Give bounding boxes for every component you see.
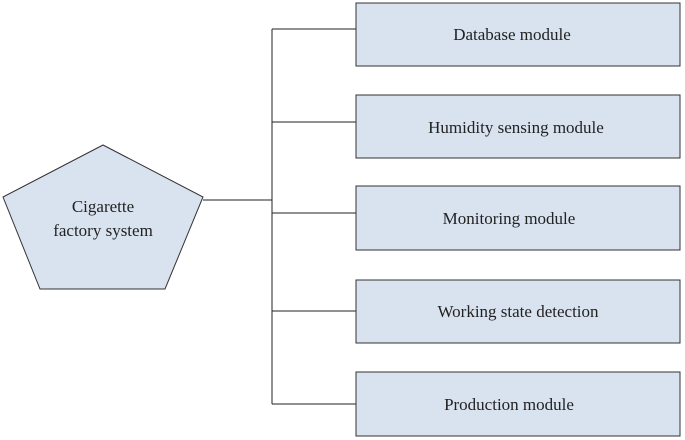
module-box-working-state: Working state detection xyxy=(355,279,681,344)
module-label: Monitoring module xyxy=(443,209,576,228)
module-label: Production module xyxy=(444,395,574,414)
module-box-database: Database module xyxy=(355,2,681,67)
module-label: Database module xyxy=(453,25,571,44)
root-label-line-2: factory system xyxy=(53,221,153,240)
module-box-monitoring: Monitoring module xyxy=(355,185,681,251)
root-label-line-1: Cigarette xyxy=(72,197,134,216)
module-label: Working state detection xyxy=(437,302,599,321)
root-pentagon xyxy=(2,144,204,290)
module-box-humidity-sensing: Humidity sensing module xyxy=(355,94,681,159)
module-label: Humidity sensing module xyxy=(428,118,604,137)
module-box-production: Production module xyxy=(355,371,681,437)
